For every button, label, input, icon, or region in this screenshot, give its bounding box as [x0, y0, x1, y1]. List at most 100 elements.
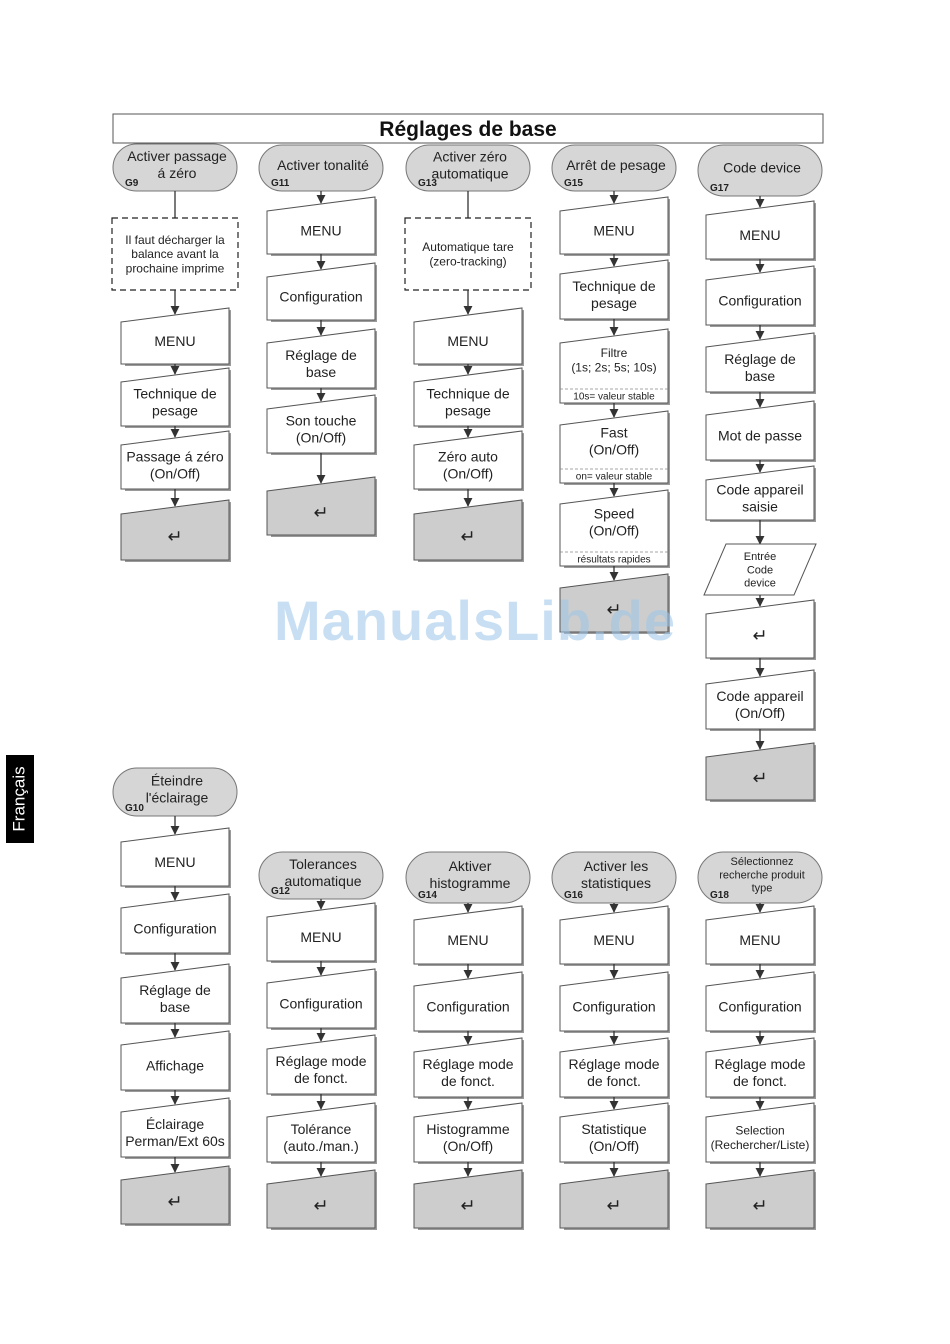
menu-label: Perman/Ext 60s: [125, 1133, 225, 1149]
start-label: Activer passage: [127, 148, 227, 164]
enter-box: [705, 599, 815, 659]
start-label: type: [752, 883, 773, 895]
menu-label: MENU: [300, 929, 341, 945]
start-label: Activer zéro: [433, 149, 507, 165]
step-code: G18: [710, 890, 729, 901]
menu-label: Réglage mode: [422, 1056, 513, 1072]
menu-box: [559, 328, 669, 404]
menu-box: [120, 1030, 230, 1091]
enter-icon: ↵: [606, 1195, 621, 1215]
enter-box: [413, 499, 523, 561]
menu-label: Configuration: [279, 995, 362, 1011]
menu-label: pesage: [445, 402, 491, 418]
enter-icon: ↵: [606, 599, 621, 619]
menu-label: (On/Off): [296, 429, 346, 445]
start-label: Éteindre: [151, 773, 203, 789]
menu-label: Mot de passe: [718, 427, 802, 443]
menu-box: [266, 968, 376, 1029]
menu-box: [705, 465, 815, 521]
menu-box: [705, 200, 815, 260]
menu-label: saisie: [742, 498, 778, 514]
menu-label: Réglage mode: [714, 1056, 805, 1072]
menu-box: [120, 893, 230, 954]
note-text: Automatique tare: [422, 240, 514, 254]
menu-label: Réglage de: [724, 351, 796, 367]
start-label: Aktiver: [449, 858, 492, 874]
menu-box: [559, 259, 669, 320]
start-label: á zéro: [158, 165, 197, 181]
menu-label: Configuration: [279, 288, 362, 304]
start-label: l'éclairage: [146, 789, 209, 805]
menu-label: Réglage mode: [275, 1053, 366, 1069]
menu-label: (On/Off): [589, 1138, 639, 1154]
menu-box: [705, 905, 815, 965]
step-code: G13: [418, 178, 437, 189]
menu-box: [266, 394, 376, 454]
menu-label: Code appareil: [716, 482, 803, 498]
enter-icon: ↵: [460, 1195, 475, 1215]
menu-label: base: [745, 368, 776, 384]
menu-label: Fast: [600, 425, 627, 441]
input-label: Entrée: [744, 551, 776, 563]
language-tab-label: Français: [10, 766, 29, 832]
menu-label: Filtre: [601, 346, 628, 360]
enter-box: [413, 1169, 523, 1229]
menu-label: Passage á zéro: [126, 449, 223, 465]
menu-label: Configuration: [718, 292, 801, 308]
enter-box: [705, 742, 815, 801]
input-label: Code: [747, 564, 773, 576]
menu-label: (On/Off): [735, 705, 785, 721]
menu-box: [266, 902, 376, 962]
menu-label: Configuration: [718, 998, 801, 1014]
menu-label: Technique de: [133, 386, 217, 402]
menu-label: base: [160, 999, 191, 1015]
menu-box: [559, 196, 669, 255]
menu-label: de fonct.: [733, 1073, 787, 1089]
input-parallelogram: [703, 543, 817, 596]
enter-box: [559, 573, 669, 633]
start-label: Activer tonalité: [277, 157, 369, 173]
start-label: Tolerances: [289, 856, 357, 872]
menu-label: Réglage mode: [568, 1056, 659, 1072]
menu-label: Zéro auto: [438, 449, 498, 465]
note-box: [404, 217, 532, 291]
menu-box: [120, 430, 230, 490]
enter-box: [705, 1169, 815, 1229]
menu-label: pesage: [591, 295, 637, 311]
menu-label: MENU: [154, 333, 195, 349]
menu-label: (On/Off): [150, 465, 200, 481]
menu-label: MENU: [154, 854, 195, 870]
menu-label: Réglage de: [139, 982, 211, 998]
menu-box: [266, 262, 376, 321]
menu-box: [705, 332, 815, 393]
language-tab: Français: [6, 755, 34, 843]
enter-icon: ↵: [752, 625, 767, 645]
step-code: G14: [418, 890, 437, 901]
menu-label: Selection: [735, 1124, 784, 1138]
menu-label: Tolérance: [291, 1121, 352, 1137]
menu-box: [559, 489, 669, 567]
menu-label: (1s; 2s; 5s; 10s): [571, 360, 656, 374]
menu-note: on= valeur stable: [576, 472, 653, 483]
diagram-title: Réglages de base: [379, 118, 556, 141]
menu-label: Son touche: [286, 413, 357, 429]
menu-label: MENU: [739, 227, 780, 243]
enter-box: [559, 1169, 669, 1229]
title-box: [112, 113, 824, 144]
menu-label: Speed: [594, 506, 634, 522]
menu-label: (auto./man.): [283, 1138, 358, 1154]
menu-box: [413, 367, 523, 427]
step-code: G9: [125, 178, 139, 189]
start-label: automatique: [284, 873, 361, 889]
menu-label: (On/Off): [443, 465, 493, 481]
menu-box: [120, 827, 230, 887]
step-code: G17: [710, 183, 729, 194]
menu-box: [413, 307, 523, 365]
enter-box: [120, 1165, 230, 1225]
menu-label: Technique de: [572, 278, 656, 294]
menu-note: 10s= valeur stable: [573, 392, 655, 403]
note-text: (zero-tracking): [429, 254, 506, 268]
menu-box: [266, 1034, 376, 1095]
menu-label: Éclairage: [146, 1116, 205, 1132]
